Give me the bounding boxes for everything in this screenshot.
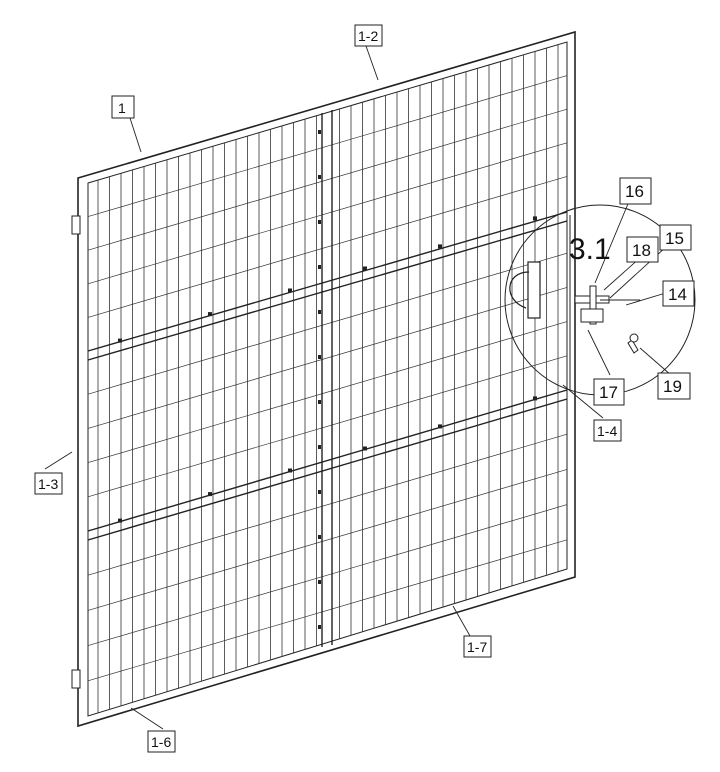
bolt-mark (438, 244, 442, 249)
leader-lines (44, 45, 672, 730)
gate-frame (77, 30, 576, 728)
label-1: 1 (118, 100, 126, 116)
bolt-mark (318, 400, 321, 404)
mesh-wire (87, 142, 568, 285)
hinge-icons (71, 215, 81, 689)
mesh-wire (87, 355, 568, 498)
label-15: 15 (665, 229, 684, 248)
bolt-mark (533, 396, 537, 401)
bolt-mark (318, 175, 321, 179)
mesh-wire (87, 469, 568, 611)
lock-handle (509, 261, 541, 319)
detail-circle (504, 204, 696, 396)
mesh-wire (87, 504, 568, 646)
label-1-4: 1-4 (597, 423, 617, 439)
rail-bolts (118, 130, 537, 629)
bolt-mark (318, 625, 321, 629)
mesh-wire (87, 287, 568, 429)
gate-mesh (87, 44, 568, 713)
label-19: 19 (663, 377, 682, 396)
mesh-wire (87, 252, 568, 395)
label-1-7: 1-7 (467, 639, 487, 655)
label-16: 16 (625, 182, 644, 201)
bolt-mark (208, 492, 212, 497)
label-1-6: 1-6 (151, 734, 171, 750)
mesh-wire (87, 539, 568, 682)
mesh-wire (87, 321, 568, 463)
bolt-mark (118, 338, 122, 343)
label-1-2: 1-2 (358, 28, 378, 44)
bolt-mark (318, 310, 321, 314)
bolt-mark (318, 580, 321, 584)
label-1-3: 1-3 (38, 476, 58, 492)
bolt-mark (438, 424, 442, 429)
bolt-mark (363, 266, 367, 271)
label-14: 14 (668, 285, 687, 304)
bolt-mark (288, 288, 292, 293)
bolt-mark (318, 445, 321, 449)
label-17: 17 (599, 383, 618, 402)
gate-rails (87, 110, 568, 647)
bolt-mark (318, 355, 321, 359)
bolt-mark (208, 312, 212, 317)
bolt-mark (288, 468, 292, 473)
bolt-mark (318, 490, 321, 494)
bolt-mark (318, 220, 321, 224)
bolt-mark (318, 535, 321, 539)
mesh-wire (87, 108, 568, 251)
bolt-mark (118, 518, 122, 523)
bolt-mark (533, 216, 537, 221)
bolt-mark (363, 446, 367, 451)
label-boxes (34, 24, 695, 753)
bolt-mark (318, 130, 321, 134)
mesh-wire (87, 176, 568, 318)
mesh-wire (87, 75, 568, 217)
bolt-mark (318, 265, 321, 269)
detail-label: 3.1 (569, 233, 611, 266)
mesh-wire (87, 433, 568, 576)
label-18: 18 (632, 241, 651, 260)
